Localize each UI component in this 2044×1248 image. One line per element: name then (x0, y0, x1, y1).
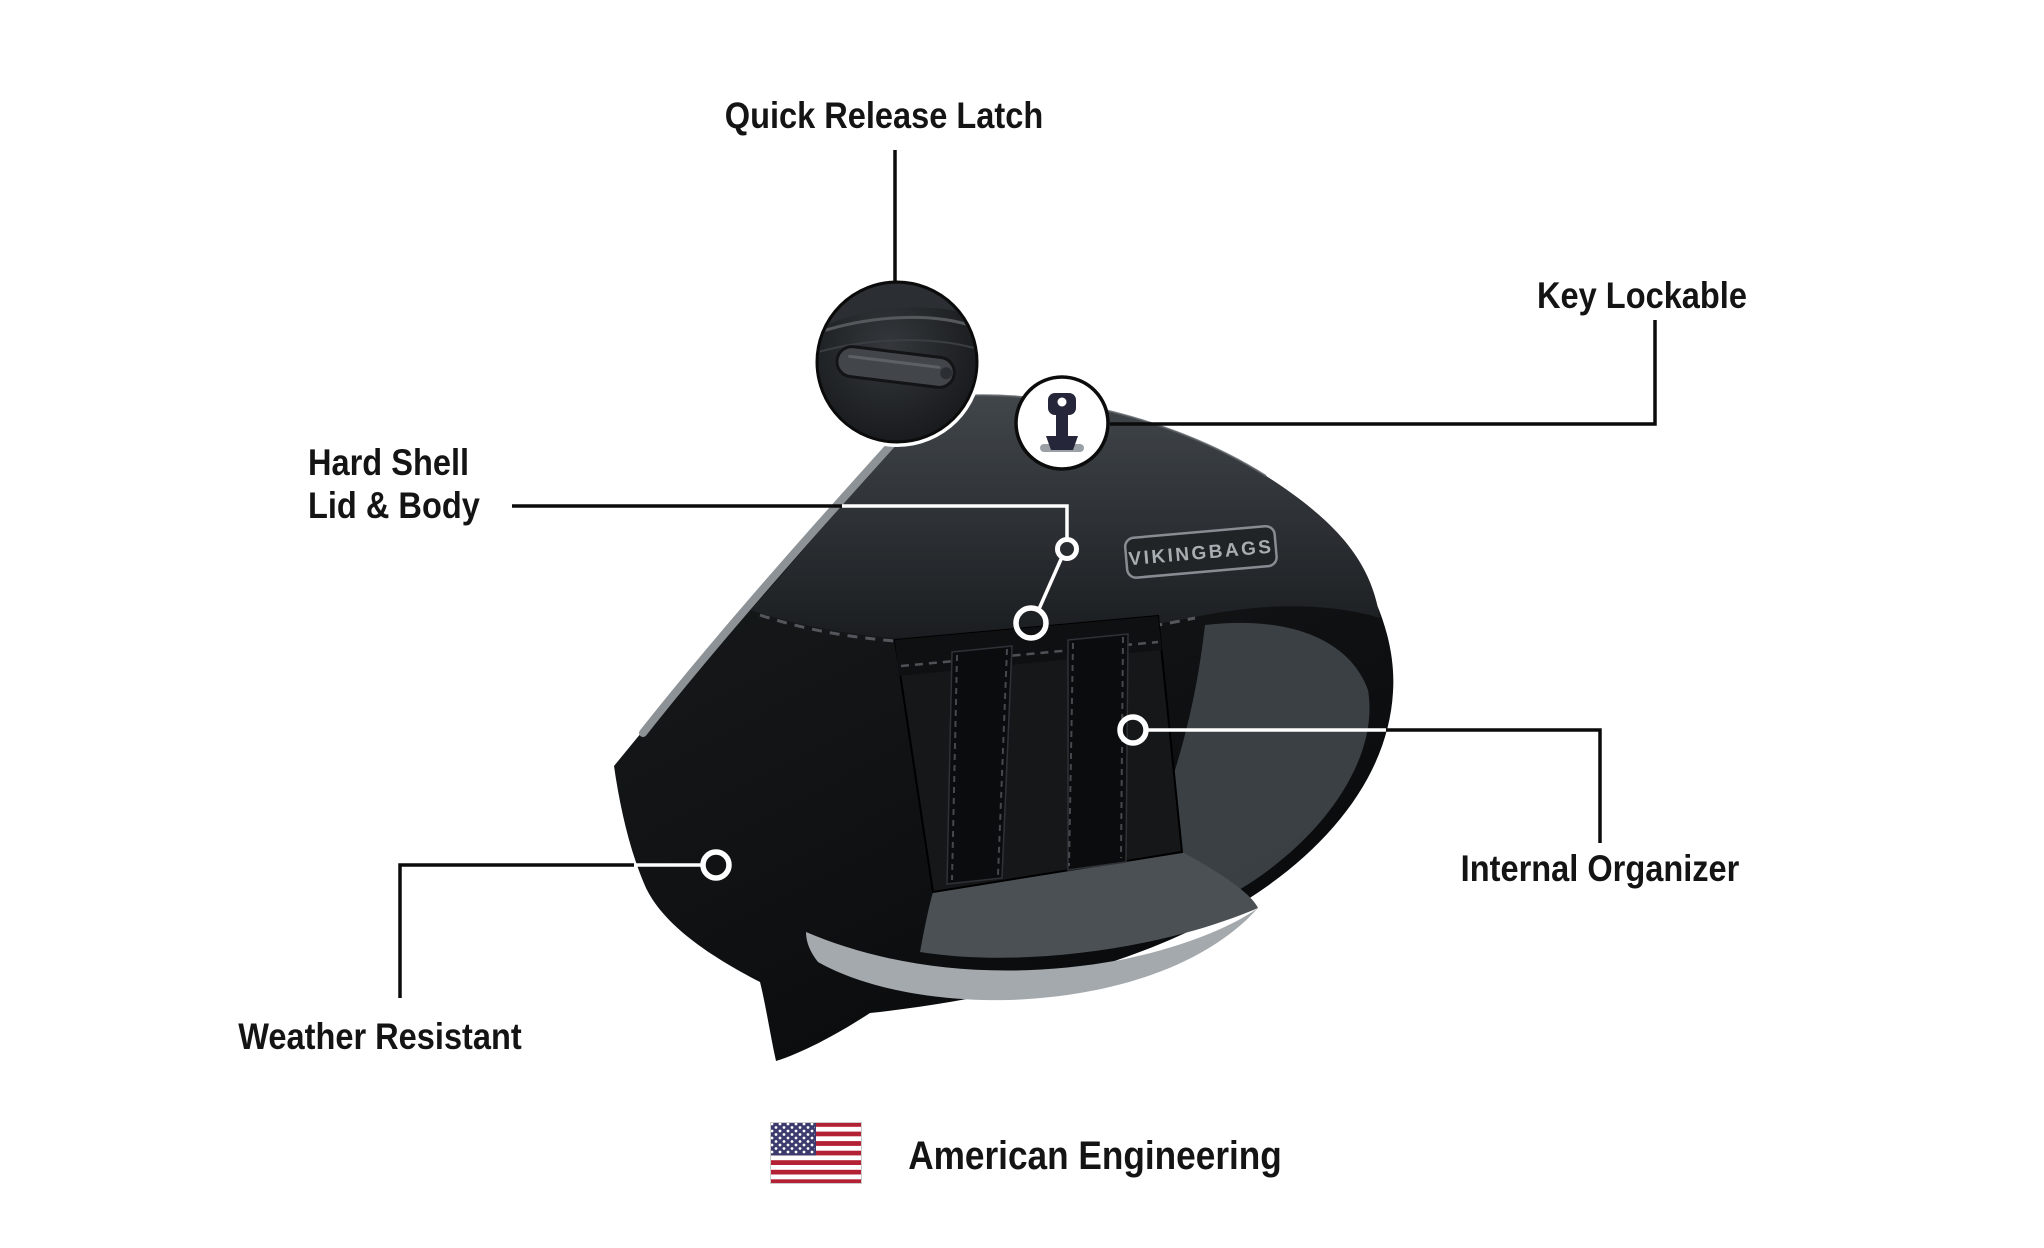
key-head-hole (1057, 397, 1067, 407)
quick-release-latch-icon (819, 284, 975, 389)
bag-side-sheen (1020, 622, 1370, 951)
key-icon (1040, 393, 1084, 452)
organizer-strap-2-stitch-right (1120, 636, 1124, 859)
callout-dot-hard-shell-body (1013, 605, 1049, 641)
us-flag-icon (770, 1122, 862, 1184)
latch-seam-line-2 (819, 339, 975, 353)
key-shaft (1056, 412, 1068, 438)
latch-lever-highlight (848, 354, 941, 369)
organizer-strap-1-stitch-right (997, 648, 1008, 876)
label-hard-shell: Hard Shell Lid & Body (308, 442, 480, 527)
latch-lever-notch (940, 367, 953, 380)
latch-upper-panel (819, 284, 975, 330)
callout-connector-hard-shell (1037, 556, 1064, 610)
bag-piping-stripe (639, 400, 932, 737)
label-hard-shell-line1: Hard Shell (308, 442, 470, 483)
organizer-strap-1 (946, 645, 1013, 885)
label-american-engineering: American Engineering (908, 1134, 1282, 1178)
latch-lever-body (835, 345, 956, 389)
label-key-lockable: Key Lockable (1537, 275, 1747, 316)
label-quick-release-latch: Quick Release Latch (724, 95, 1044, 136)
callout-lines (398, 150, 1657, 998)
brand-badge: VIKINGBAGS (1123, 524, 1278, 579)
callout-line-weather-resistant-black (398, 863, 634, 998)
latch-inset (812, 277, 982, 447)
callout-dot-hard-shell-lid (1055, 537, 1079, 561)
latch-seam-line (819, 315, 973, 334)
flag-border (770, 1122, 862, 1184)
bag-mid-gray-band (920, 852, 1258, 958)
saddlebag-illustration: VIKINGBAGS (614, 394, 1394, 1061)
latch-lever (835, 345, 956, 389)
callout-line-hard-shell-white (842, 504, 1069, 540)
organizer-strap-1-stitch-left (951, 654, 958, 881)
organizer-strap-2-stitch-left (1068, 642, 1074, 867)
label-weather-resistant: Weather Resistant (238, 1016, 522, 1057)
bag-bottom-swoosh (806, 908, 1258, 1001)
callout-line-internal-organizer-black (1386, 728, 1602, 843)
callout-line-key-lockable (1110, 320, 1657, 426)
key-flange (1046, 436, 1078, 450)
internal-organizer-panel (893, 614, 1184, 894)
brand-badge-plate (1123, 524, 1278, 579)
flag-stars (771, 1123, 815, 1154)
label-hard-shell-line2: Lid & Body (308, 484, 480, 526)
key-inset (1014, 375, 1110, 471)
organizer-strap-2 (1067, 633, 1129, 871)
lid-seam-stitching (759, 613, 1196, 645)
label-internal-organizer: Internal Organizer (1460, 848, 1740, 889)
